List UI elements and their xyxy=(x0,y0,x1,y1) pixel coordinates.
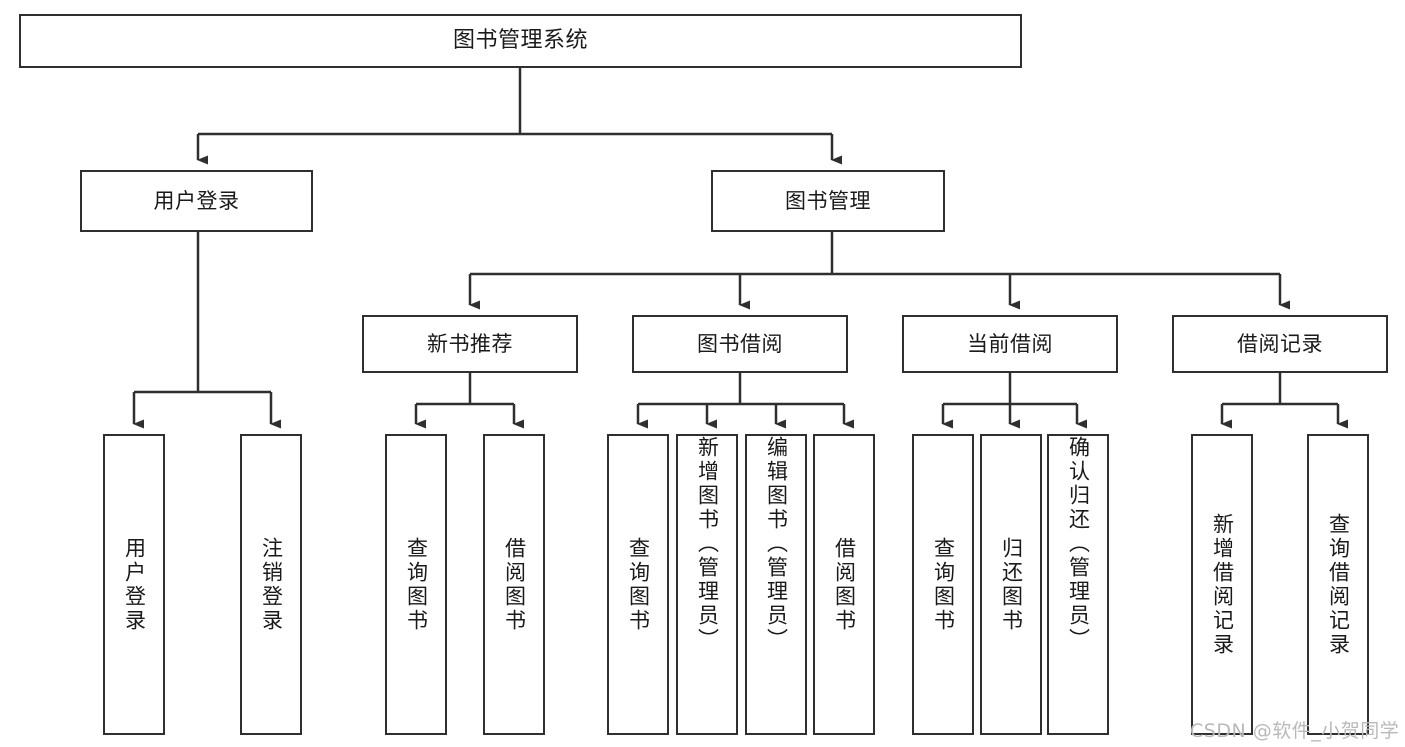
node-label: 查询借阅记录 xyxy=(1326,512,1351,657)
node-root-system[interactable]: 图书管理系统 xyxy=(19,14,1022,68)
leaf-current-borrow-confirm-return-admin[interactable]: 确认归还（管理员） xyxy=(1047,434,1109,735)
node-label: 图书借阅 xyxy=(697,331,783,356)
leaf-current-borrow-return-book[interactable]: 归还图书 xyxy=(980,434,1042,735)
node-book-borrow[interactable]: 图书借阅 xyxy=(632,315,848,373)
node-label: 图书管理系统 xyxy=(452,28,588,54)
node-label: 用户登录 xyxy=(153,188,240,213)
node-label: 新增借阅记录 xyxy=(1210,512,1235,657)
leaf-current-borrow-query-book[interactable]: 查询图书 xyxy=(912,434,974,735)
leaf-book-borrow-add-book-admin[interactable]: 新增图书（管理员） xyxy=(676,434,738,735)
watermark: CSDN @软件_小贺同学 xyxy=(1190,720,1400,742)
leaf-borrow-record-add-record[interactable]: 新增借阅记录 xyxy=(1191,434,1253,735)
node-label: 查询图书 xyxy=(931,536,956,633)
node-label: 注销登录 xyxy=(259,536,284,633)
node-label: 查询图书 xyxy=(626,536,651,633)
node-label: 用户登录 xyxy=(122,536,147,633)
node-label: 新书推荐 xyxy=(427,331,513,356)
node-label: 借阅记录 xyxy=(1237,331,1323,356)
node-new-book-recommend[interactable]: 新书推荐 xyxy=(362,315,578,373)
leaf-borrow-record-query-record[interactable]: 查询借阅记录 xyxy=(1307,434,1369,735)
node-label: 归还图书 xyxy=(999,536,1024,633)
node-label: 编辑图书（管理员） xyxy=(764,436,789,652)
leaf-new-book-borrow-book[interactable]: 借阅图书 xyxy=(483,434,545,735)
node-label: 查询图书 xyxy=(404,536,429,633)
leaf-book-borrow-edit-book-admin[interactable]: 编辑图书（管理员） xyxy=(745,434,807,735)
node-user-login[interactable]: 用户登录 xyxy=(80,170,313,232)
node-label: 图书管理 xyxy=(785,188,871,213)
node-current-borrow[interactable]: 当前借阅 xyxy=(902,315,1118,373)
node-label: 新增图书（管理员） xyxy=(695,436,720,652)
leaf-new-book-query-book[interactable]: 查询图书 xyxy=(385,434,447,735)
node-book-management[interactable]: 图书管理 xyxy=(711,170,945,232)
node-label: 确认归还（管理员） xyxy=(1066,436,1091,652)
leaf-book-borrow-borrow-book[interactable]: 借阅图书 xyxy=(813,434,875,735)
node-label: 借阅图书 xyxy=(832,536,857,633)
node-label: 借阅图书 xyxy=(502,536,527,633)
leaf-user-login-logout[interactable]: 注销登录 xyxy=(240,434,302,735)
node-label: 当前借阅 xyxy=(967,331,1053,356)
leaf-book-borrow-query-book[interactable]: 查询图书 xyxy=(607,434,669,735)
leaf-user-login-login[interactable]: 用户登录 xyxy=(103,434,165,735)
node-borrow-record[interactable]: 借阅记录 xyxy=(1172,315,1388,373)
